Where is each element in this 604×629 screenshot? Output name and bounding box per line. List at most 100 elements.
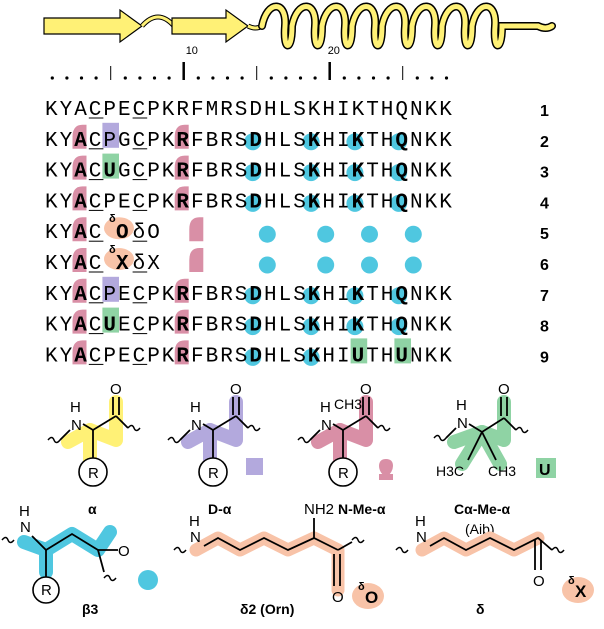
svg-text:D: D (249, 161, 262, 184)
svg-text:K: K (439, 345, 452, 368)
svg-text:G: G (118, 130, 131, 153)
svg-text:N: N (410, 345, 423, 368)
svg-text:E: E (118, 315, 131, 338)
svg-text:Y: Y (60, 284, 73, 307)
svg-text:E: E (118, 345, 131, 368)
svg-text:C: C (89, 345, 102, 368)
svg-text:K: K (162, 161, 175, 184)
svg-text:K: K (425, 191, 438, 214)
svg-text:K: K (439, 284, 452, 307)
beta3-symbol (138, 570, 158, 590)
svg-text:L: L (279, 161, 292, 184)
svg-text:B: B (206, 284, 219, 307)
svg-text:C: C (89, 315, 102, 338)
svg-text:U: U (352, 345, 365, 368)
svg-text:S: S (235, 284, 248, 307)
svg-text:K: K (45, 253, 58, 276)
svg-text:H: H (322, 345, 335, 368)
svg-text:H: H (381, 345, 394, 368)
svg-text:δ: δ (133, 253, 146, 276)
sequence-label: 1 (540, 103, 549, 120)
svg-text:K: K (45, 315, 58, 338)
svg-text:N: N (410, 130, 423, 153)
svg-text:H: H (322, 284, 335, 307)
svg-text:Y: Y (60, 99, 73, 122)
svg-text:I: I (337, 345, 350, 368)
svg-text:H: H (381, 130, 394, 153)
svg-text:C: C (89, 253, 102, 276)
svg-text:N: N (457, 415, 468, 432)
svg-text:K: K (308, 315, 321, 338)
svg-text:H: H (264, 284, 277, 307)
svg-text:S: S (293, 161, 306, 184)
svg-text:N: N (410, 191, 423, 214)
svg-text:K: K (162, 345, 175, 368)
svg-text:H: H (381, 315, 394, 338)
svg-text:D: D (249, 284, 262, 307)
svg-text:F: F (191, 284, 204, 307)
tick-10-label: 10 (186, 45, 198, 57)
svg-text:P: P (147, 130, 160, 153)
svg-text:S: S (293, 315, 306, 338)
svg-text:X: X (147, 253, 160, 276)
svg-text:D: D (249, 345, 262, 368)
svg-text:Q: Q (395, 191, 408, 214)
svg-text:H: H (190, 399, 201, 416)
svg-text:B: B (206, 315, 219, 338)
svg-text:K: K (352, 130, 365, 153)
svg-text:T: T (366, 345, 379, 368)
svg-text:N: N (416, 529, 427, 546)
svg-text:O: O (360, 382, 372, 398)
svg-text:Y: Y (60, 222, 73, 245)
svg-text:R: R (176, 284, 189, 307)
svg-text:K: K (45, 130, 58, 153)
sequence-label: 2 (540, 134, 549, 151)
svg-text:H: H (264, 161, 277, 184)
svg-text:H3C: H3C (436, 463, 464, 479)
svg-text:H: H (264, 191, 277, 214)
svg-text:K: K (425, 161, 438, 184)
svg-text:N: N (410, 99, 423, 122)
svg-text:H: H (264, 99, 277, 122)
svg-text:R: R (208, 465, 219, 482)
svg-text:R: R (176, 161, 189, 184)
svg-text:P: P (147, 161, 160, 184)
svg-text:S: S (293, 345, 306, 368)
svg-text:T: T (366, 161, 379, 184)
svg-text:R: R (176, 191, 189, 214)
svg-text:L: L (279, 99, 292, 122)
svg-text:δ: δ (109, 244, 116, 256)
svg-text:K: K (352, 161, 365, 184)
svg-text:P: P (147, 345, 160, 368)
svg-text:Y: Y (60, 345, 73, 368)
svg-text:H: H (189, 513, 200, 530)
svg-text:L: L (279, 130, 292, 153)
svg-text:A: A (74, 191, 87, 214)
svg-text:S: S (235, 315, 248, 338)
svg-text:K: K (45, 161, 58, 184)
svg-text:O: O (147, 222, 160, 245)
svg-text:O: O (332, 589, 344, 606)
svg-text:F: F (191, 99, 204, 122)
sequence-label: 3 (540, 165, 549, 182)
svg-text:H: H (381, 191, 394, 214)
svg-text:R: R (220, 315, 233, 338)
svg-text:C: C (133, 191, 146, 214)
svg-text:O: O (110, 382, 122, 398)
svg-text:R: R (88, 465, 99, 482)
svg-text:F: F (191, 315, 204, 338)
svg-text:R: R (338, 465, 349, 482)
svg-text:B: B (206, 191, 219, 214)
svg-text:I: I (337, 315, 350, 338)
svg-text:N: N (410, 161, 423, 184)
svg-text:N: N (20, 519, 31, 536)
svg-text:K: K (45, 345, 58, 368)
